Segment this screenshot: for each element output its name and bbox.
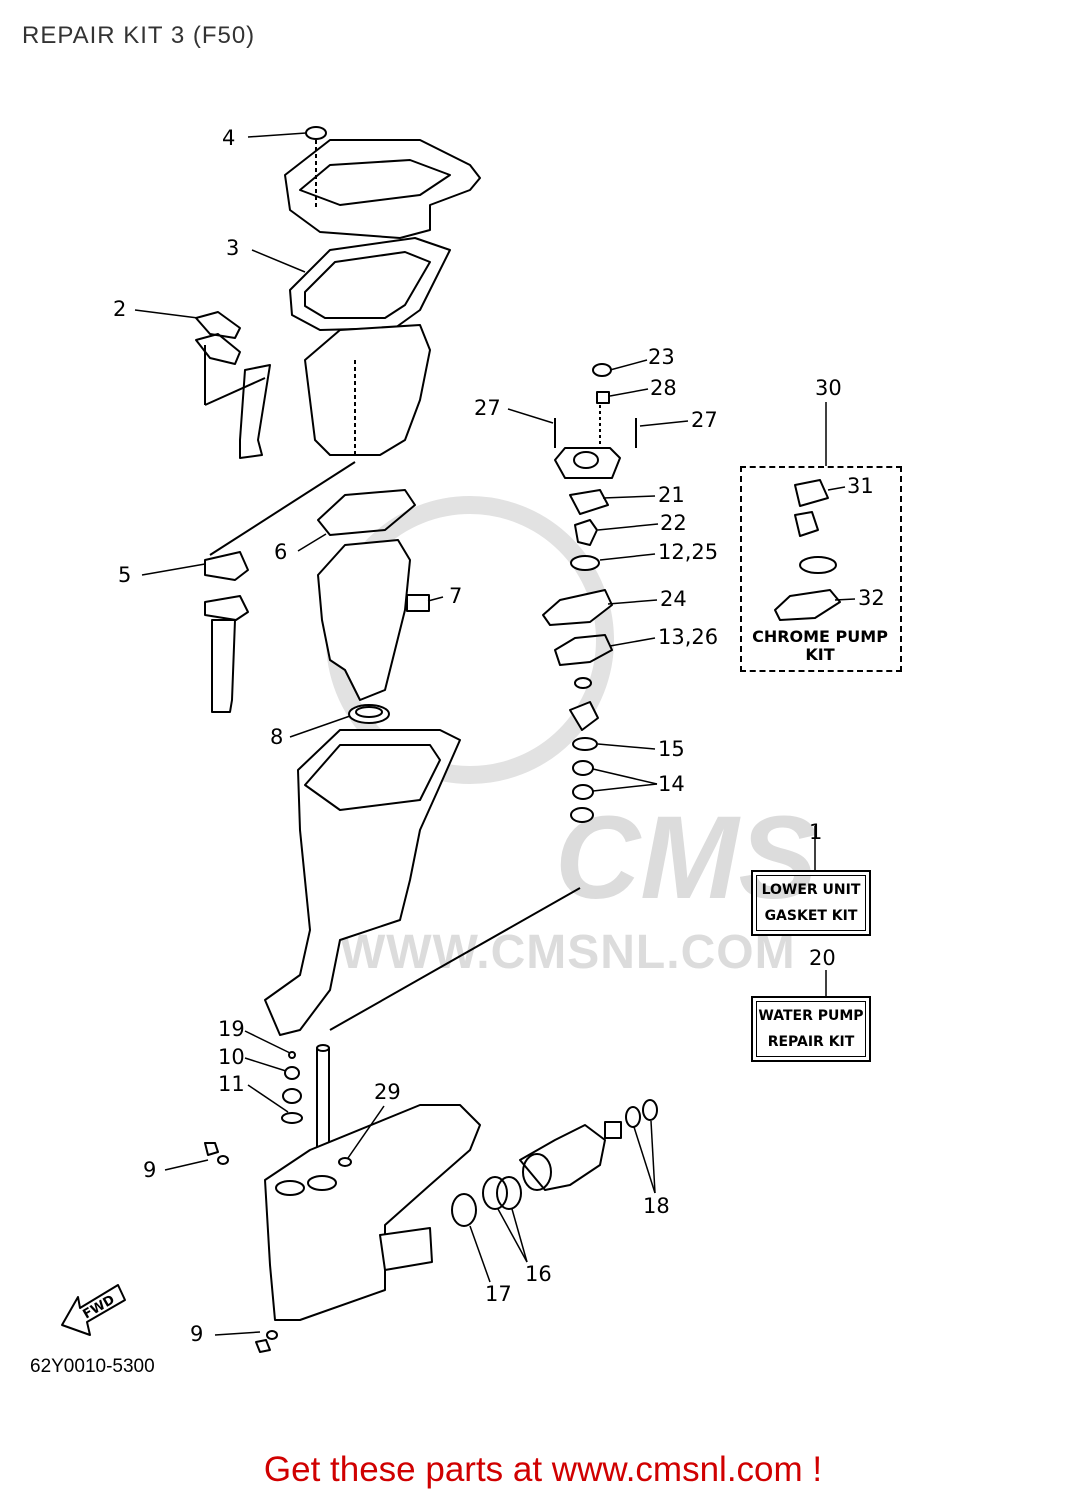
muffler (317, 539, 411, 701)
upper-casing (264, 729, 461, 1036)
gasket-12-25 (570, 555, 600, 571)
lower-unit-gasket-kit-box: LOWER UNIT GASKET KIT (751, 870, 871, 936)
damper-7 (406, 594, 430, 612)
callout-27-right: 27 (691, 408, 718, 432)
callout-2: 2 (113, 297, 127, 321)
callout-32: 32 (858, 586, 885, 610)
callout-4: 4 (222, 126, 236, 150)
page-title: REPAIR KIT 3 (F50) (22, 22, 256, 49)
pump-housing (554, 447, 621, 479)
callout-27-left: 27 (474, 396, 501, 420)
oring-17 (451, 1193, 477, 1227)
callout-18: 18 (643, 1194, 670, 1218)
screw-9a (204, 1142, 219, 1156)
water-pump-kit-line1: WATER PUMP (758, 1008, 864, 1024)
seal-18a (625, 1106, 641, 1128)
callout-14: 14 (658, 772, 685, 796)
leader-lines (134, 132, 856, 1336)
callout-29: 29 (374, 1080, 401, 1104)
gasket-2 (195, 311, 241, 339)
chrome-impeller (794, 511, 819, 537)
callout-5: 5 (118, 563, 132, 587)
oring-16a (482, 1176, 508, 1210)
plug-29 (338, 1157, 352, 1167)
callout-16: 16 (525, 1262, 552, 1286)
grommet-23 (592, 363, 612, 377)
callout-6: 6 (274, 540, 288, 564)
gasket-5 (204, 551, 249, 581)
chrome-pump-kit-label: CHROME PUMP KIT (745, 628, 895, 664)
collar-28 (596, 391, 610, 404)
callout-20: 20 (809, 946, 836, 970)
insert-cartridge-21 (569, 489, 609, 515)
callout-28: 28 (650, 376, 677, 400)
chrome-insert-31 (794, 479, 829, 507)
cap-11 (282, 1088, 302, 1104)
lower-casing (264, 1104, 481, 1321)
exhaust-tube (211, 619, 236, 713)
screw-9b (255, 1339, 271, 1353)
upper-casing-cover (284, 139, 481, 239)
watermark-logo: CMS (555, 792, 818, 924)
oring-15 (572, 737, 598, 751)
callout-7: 7 (449, 584, 463, 608)
prop-shaft-housing (519, 1124, 606, 1191)
callout-22: 22 (660, 511, 687, 535)
callout-31: 31 (847, 474, 874, 498)
gasket-6 (317, 489, 416, 536)
callout-9-upper: 9 (143, 1158, 157, 1182)
callout-1: 1 (809, 820, 823, 844)
bearing-14b (572, 784, 594, 800)
callout-24: 24 (660, 587, 687, 611)
callout-12-25: 12,25 (658, 540, 719, 564)
callout-19: 19 (218, 1017, 245, 1041)
water-pump-kit-line2: REPAIR KIT (767, 1034, 855, 1050)
callout-9-lower: 9 (190, 1322, 204, 1346)
water-pump-repair-kit-box: WATER PUMP REPAIR KIT (751, 996, 871, 1062)
callout-10: 10 (218, 1045, 245, 1069)
chrome-plate-32 (774, 589, 841, 621)
oring-16b (496, 1176, 522, 1210)
exhaust-pipe (239, 364, 271, 459)
chrome-pump-kit-line1: CHROME PUMP (752, 627, 888, 646)
oil-pan (304, 324, 431, 456)
watermark-url: WWW.CMSNL.COM (340, 926, 796, 979)
part-code: 62Y0010-5300 (30, 1356, 155, 1377)
callout-21: 21 (658, 483, 685, 507)
gasket-3 (289, 237, 451, 331)
promo-link[interactable]: Get these parts at www.cmsnl.com ! (263, 1450, 823, 1489)
chrome-pump-kit-line2: KIT (805, 645, 835, 664)
seal-4 (305, 126, 327, 140)
impeller-22 (574, 519, 598, 546)
fwd-arrow (61, 1284, 126, 1336)
callout-17: 17 (485, 1282, 512, 1306)
lower-unit-kit-line2: GASKET KIT (764, 908, 858, 924)
lower-unit-kit-line1: LOWER UNIT (761, 882, 861, 898)
seal-18b (642, 1099, 658, 1121)
callout-11: 11 (218, 1072, 245, 1096)
bearing-14a (572, 760, 594, 776)
gasket-13-26 (554, 634, 613, 666)
chrome-gasket (799, 556, 837, 574)
callout-13-26: 13,26 (658, 625, 719, 649)
callout-23: 23 (648, 345, 675, 369)
seal-10 (284, 1066, 300, 1080)
chrome-pump-kit-box (740, 466, 902, 672)
callout-8: 8 (270, 725, 284, 749)
callout-3: 3 (226, 236, 240, 260)
outer-plate-24 (542, 589, 613, 626)
callout-30: 30 (815, 376, 842, 400)
callout-15: 15 (658, 737, 685, 761)
pin-19 (288, 1051, 296, 1059)
